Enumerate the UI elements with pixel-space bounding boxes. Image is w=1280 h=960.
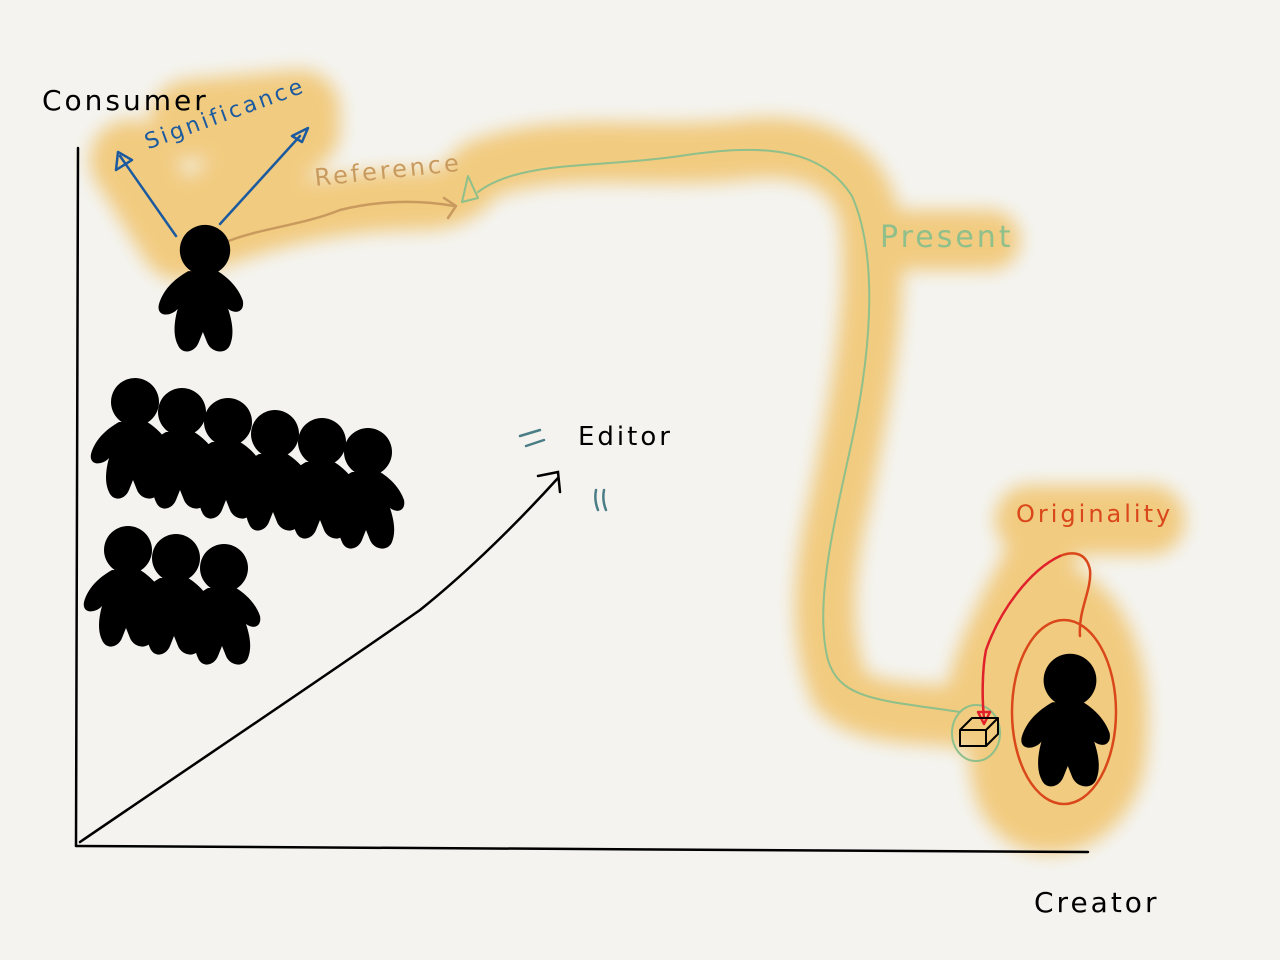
editor-label: Editor (578, 422, 673, 452)
y-axis (74, 146, 80, 848)
significance-arrows (114, 126, 310, 238)
originality-loop (1010, 552, 1118, 806)
axes (74, 146, 1090, 854)
reference-arrow (224, 196, 458, 244)
originality-label: Originality (1016, 500, 1174, 528)
editor-motion-marks (518, 428, 608, 512)
present-path (461, 148, 1001, 762)
y-axis-label: Consumer (42, 84, 209, 117)
editor-arrow (78, 470, 562, 844)
present-label: Present (880, 220, 1014, 255)
crowd-icon (83, 378, 405, 665)
x-axis (74, 844, 1090, 854)
present-box-icon (959, 717, 999, 747)
x-axis-label: Creator (1034, 886, 1160, 919)
